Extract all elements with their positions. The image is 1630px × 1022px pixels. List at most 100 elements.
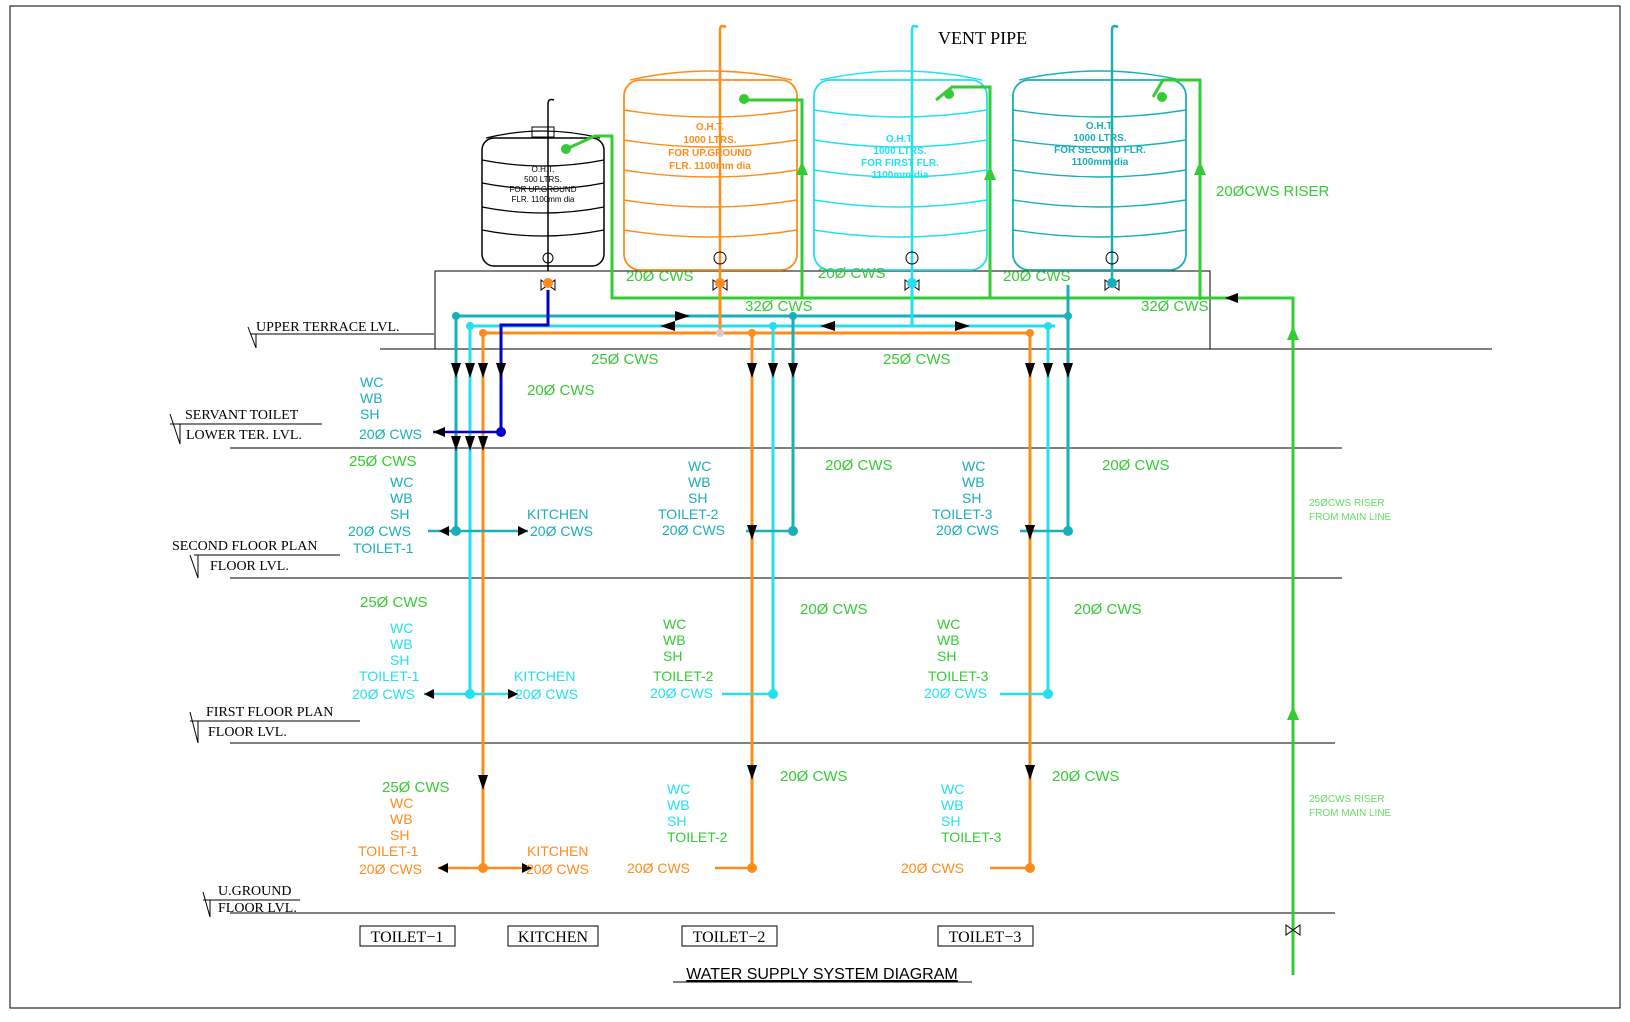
svg-text:20Ø CWS: 20Ø CWS [352,686,415,702]
svg-text:SH: SH [941,813,960,829]
level-first-floor-lvl: FLOOR LVL. [208,725,287,740]
svg-text:WC: WC [962,458,985,474]
label-20cws-servant: 20Ø CWS [527,382,595,399]
tank-2-label: O.H.T. 1000 LTRS. FOR FIRST FLR. 1100mm … [861,134,939,181]
label-20cws-t2-ug: 20Ø CWS [780,768,848,785]
servant-toilet-fixtures: WC WB SH 20Ø CWS [359,374,422,442]
svg-text:WB: WB [667,797,690,813]
svg-text:TOILET-3: TOILET-3 [932,506,993,522]
tank-500-label: O.H.T. 500 LTRS. FOR UP.GROUND FLR. 1100… [510,165,577,204]
svg-text:FOR SECOND FLR.: FOR SECOND FLR. [1054,145,1146,156]
svg-text:WC: WC [390,620,413,636]
level-ug: U.GROUND [218,884,292,899]
svg-text:SH: SH [390,506,409,522]
green-pipes [563,78,1295,975]
svg-text:WB: WB [390,811,413,827]
label-20cws-t3-second: 20Ø CWS [1102,457,1170,474]
label-25cws-upper-a: 25Ø CWS [591,351,659,368]
svg-text:WB: WB [937,632,960,648]
svg-text:WB: WB [360,390,383,406]
level-labels: UPPER TERRACE LVL. SERVANT TOILET LOWER … [169,320,434,918]
svg-text:SH: SH [962,490,981,506]
svg-text:O.H.T.: O.H.T. [532,165,555,174]
svg-text:SH: SH [390,827,409,843]
bottom-label-kitchen: KITCHEN [518,929,589,946]
svg-text:WB: WB [688,474,711,490]
svg-text:WB: WB [663,632,686,648]
svg-text:WC: WC [688,458,711,474]
tank-1000-ltrs-second [1012,70,1187,271]
svg-text:20Ø CWS: 20Ø CWS [650,685,713,701]
svg-text:TOILET-1: TOILET-1 [359,668,420,684]
svg-text:SH: SH [667,813,686,829]
svg-text:FOR FIRST FLR.: FOR FIRST FLR. [861,158,939,169]
svg-text:FOR UP.GROUND: FOR UP.GROUND [510,185,577,194]
junction-dots [451,278,1117,873]
drawing-frame [9,5,1621,1009]
svg-text:TOILET-3: TOILET-3 [928,668,989,684]
svg-text:20Ø CWS: 20Ø CWS [924,685,987,701]
svg-text:WB: WB [390,636,413,652]
svg-text:25ØCWS RISER: 25ØCWS RISER [1309,794,1385,805]
svg-text:TOILET-2: TOILET-2 [653,668,714,684]
svg-text:20Ø CWS: 20Ø CWS [359,861,422,877]
tank-500-ltrs [481,126,605,267]
bottom-label-toilet-1: TOILET−1 [371,929,444,946]
level-second-floor-lvl: FLOOR LVL. [210,559,289,574]
ug-fixtures: WC WB SH TOILET-1 20Ø CWS KITCHEN 20Ø CW… [358,781,1002,877]
svg-text:TOILET-2: TOILET-2 [667,829,728,845]
svg-text:FROM MAIN LINE: FROM MAIN LINE [1309,512,1392,523]
svg-text:1000 LTRS.: 1000 LTRS. [1073,133,1126,144]
svg-text:WC: WC [663,616,686,632]
svg-text:TOILET-1: TOILET-1 [353,540,414,556]
svg-text:20Ø CWS: 20Ø CWS [359,426,422,442]
bottom-label-toilet-2: TOILET−2 [693,929,766,946]
tank-3-label: O.H.T. 1000 LTRS. FOR SECOND FLR. 1100mm… [1054,121,1146,168]
svg-text:WB: WB [941,797,964,813]
svg-text:20Ø CWS: 20Ø CWS [526,861,589,877]
level-second-floor: SECOND FLOOR PLAN [172,539,317,554]
svg-text:500 LTRS.: 500 LTRS. [524,175,562,184]
svg-text:SH: SH [688,490,707,506]
label-20cws-t2-second: 20Ø CWS [825,457,893,474]
level-first-floor: FIRST FLOOR PLAN [206,705,333,720]
svg-text:SH: SH [360,406,379,422]
svg-text:20Ø CWS: 20Ø CWS [627,860,690,876]
svg-text:FROM MAIN LINE: FROM MAIN LINE [1309,808,1392,819]
svg-text:TOILET-1: TOILET-1 [358,843,419,859]
svg-text:WC: WC [390,795,413,811]
svg-text:20Ø CWS: 20Ø CWS [515,686,578,702]
first-floor-fixtures: WC WB SH TOILET-1 20Ø CWS KITCHEN 20Ø CW… [352,616,989,702]
level-ug-floor-lvl: FLOOR LVL. [218,901,297,916]
svg-text:20Ø CWS: 20Ø CWS [348,523,411,539]
vent-pipes [547,24,1119,283]
flow-arrows [424,293,1238,873]
diagram-title: WATER SUPPLY SYSTEM DIAGRAM [686,966,957,983]
svg-text:SH: SH [663,648,682,664]
label-riser-20: 20ØCWS RISER [1216,183,1330,200]
label-25cws-upper-b: 25Ø CWS [883,351,951,368]
level-servant-toilet: SERVANT TOILET [185,408,299,423]
svg-text:FOR UP.GROUND: FOR UP.GROUND [668,148,752,159]
tank-1000-ltrs-first [813,70,988,271]
svg-text:FLR. 1100mm dia: FLR. 1100mm dia [669,161,751,172]
label-25cws-first: 25Ø CWS [360,594,428,611]
label-20cws-t2-first: 20Ø CWS [800,601,868,618]
level-upper-terrace: UPPER TERRACE LVL. [256,320,400,335]
tank-1-label: O.H.T. 1000 LTRS. FOR UP.GROUND FLR. 110… [668,122,752,172]
svg-text:1000 LTRS.: 1000 LTRS. [873,146,926,157]
label-25cws-ug: 25Ø CWS [382,779,450,796]
svg-text:WC: WC [390,474,413,490]
pipe-labels: 20Ø CWS 20Ø CWS 20Ø CWS 32Ø CWS 32Ø CWS … [349,183,1330,796]
label-20cws-tank3: 20Ø CWS [1003,268,1071,285]
floor-lines [230,270,1492,914]
svg-text:KITCHEN: KITCHEN [514,668,575,684]
svg-text:20Ø CWS: 20Ø CWS [936,522,999,538]
svg-text:O.H.T.: O.H.T. [696,122,725,133]
vent-pipe-label: VENT PIPE [938,28,1027,48]
label-32cws-b: 32Ø CWS [1141,298,1209,315]
svg-text:WB: WB [390,490,413,506]
label-20cws-t3-ug: 20Ø CWS [1052,768,1120,785]
label-20cws-t3-first: 20Ø CWS [1074,601,1142,618]
svg-text:25ØCWS RISER: 25ØCWS RISER [1309,498,1385,509]
